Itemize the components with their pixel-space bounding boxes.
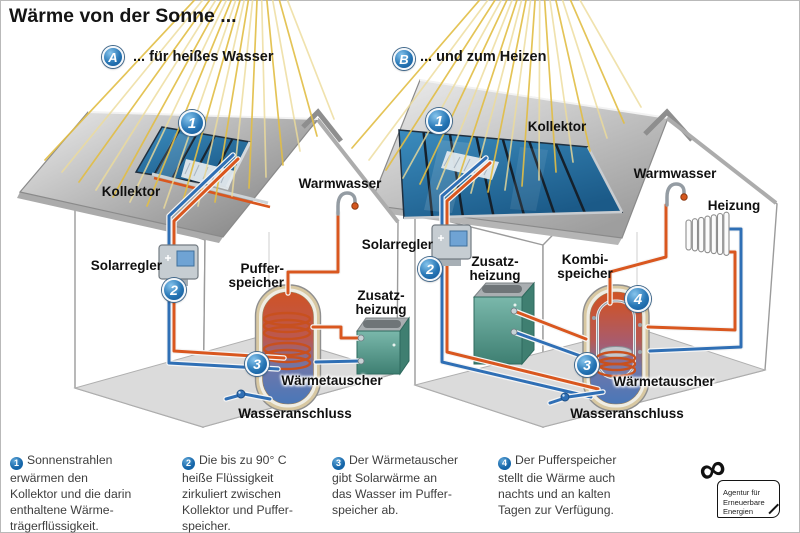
page-title: Wärme von der Sonne ... [9, 5, 237, 27]
sun-rays-left [44, 0, 335, 209]
tap-nozzle-a [351, 202, 359, 210]
water-valve-b [560, 392, 570, 402]
zusatzheizung-unit-b [472, 281, 536, 366]
badge-4-house-b: 4 [625, 286, 651, 312]
boiler-pipe-hot-a [311, 325, 362, 340]
boiler-pipe-cold-b [512, 330, 588, 360]
label-solarregler-b: Solarregler [361, 237, 433, 252]
legend-badge-2: 2 [182, 456, 195, 470]
label-heizung-b: Heizung [707, 198, 761, 213]
section-b-badge: B [393, 48, 415, 70]
water-valve-a [236, 389, 246, 399]
house-a-peak-trim [301, 108, 343, 143]
label-kollektor-a: Kollektor [101, 184, 161, 199]
label-wasseranschluss-a: Wasseranschluss [238, 406, 352, 421]
badge-3-house-a: 3 [245, 352, 269, 376]
badge-1-house-b: 1 [426, 108, 452, 134]
tap-nozzle-b [680, 193, 688, 201]
boiler-pipe-cold-a [314, 359, 362, 364]
label-kombispeicher: Kombi-speicher [557, 252, 613, 281]
solar-pipe-hot-b [445, 161, 600, 391]
radiator-pipe-hot-b [646, 250, 737, 332]
house-b-fascia [665, 116, 778, 205]
label-waermetauscher-b: Wärmetauscher [613, 374, 715, 389]
label-warmwasser-b: Warmwasser [633, 166, 717, 181]
label-kollektor-b: Kollektor [527, 119, 587, 134]
house-a-collector [134, 126, 271, 209]
label-waermetauscher-a: Wärmetauscher [281, 373, 383, 388]
label-zusatzheizung-a: Zusatz-heizung [355, 288, 407, 317]
house-a-fascia [316, 118, 400, 224]
zusatzheizung-unit-a [356, 316, 410, 376]
solarregler-unit-a [158, 244, 199, 286]
label-zusatzheizung-b: Zusatz-heizung [469, 254, 521, 283]
badge-3-house-b: 3 [575, 353, 599, 377]
label-warmwasser-a: Warmwasser [298, 176, 382, 191]
badge-2-house-b: 2 [418, 257, 442, 281]
agency-logo-text: Agentur für [723, 488, 761, 497]
label-wasseranschluss-b: Wasseranschluss [570, 406, 684, 421]
pipes-house-b [439, 155, 744, 406]
section-b-label: ... und zum Heizen [420, 49, 547, 65]
section-a-label: ... für heißes Wasser [133, 49, 274, 65]
warmwater-pipe-b [608, 203, 668, 305]
label-solarregler-a: Solarregler [90, 258, 162, 273]
kombispeicher-tank [582, 284, 650, 412]
boiler-pipe-hot-b [512, 309, 588, 341]
warmwasser-tap-b [665, 182, 688, 207]
section-a-badge: A [102, 46, 124, 68]
solar-pipe-cold-b [440, 156, 593, 399]
legend-badge-3: 3 [332, 456, 345, 470]
legend-badge-4: 4 [498, 456, 511, 470]
radiator-heizung [685, 211, 730, 256]
badge-1-house-a: 1 [179, 110, 205, 136]
label-pufferspeicher: Puffer-speicher [228, 261, 284, 290]
legend-badge-1: 1 [10, 456, 23, 470]
radiator-pipe-cold-b [648, 227, 743, 353]
warmwater-pipe-a [286, 211, 340, 295]
solarregler-unit-b [431, 224, 472, 266]
pufferspeicher-tank [254, 284, 322, 412]
heat-exchanger-coil-upper-a [262, 311, 312, 341]
sun-rays-right [351, 0, 642, 194]
house-b-ridge [419, 79, 669, 119]
warmwasser-tap-a [336, 191, 359, 216]
badge-2-house-a: 2 [162, 278, 186, 302]
